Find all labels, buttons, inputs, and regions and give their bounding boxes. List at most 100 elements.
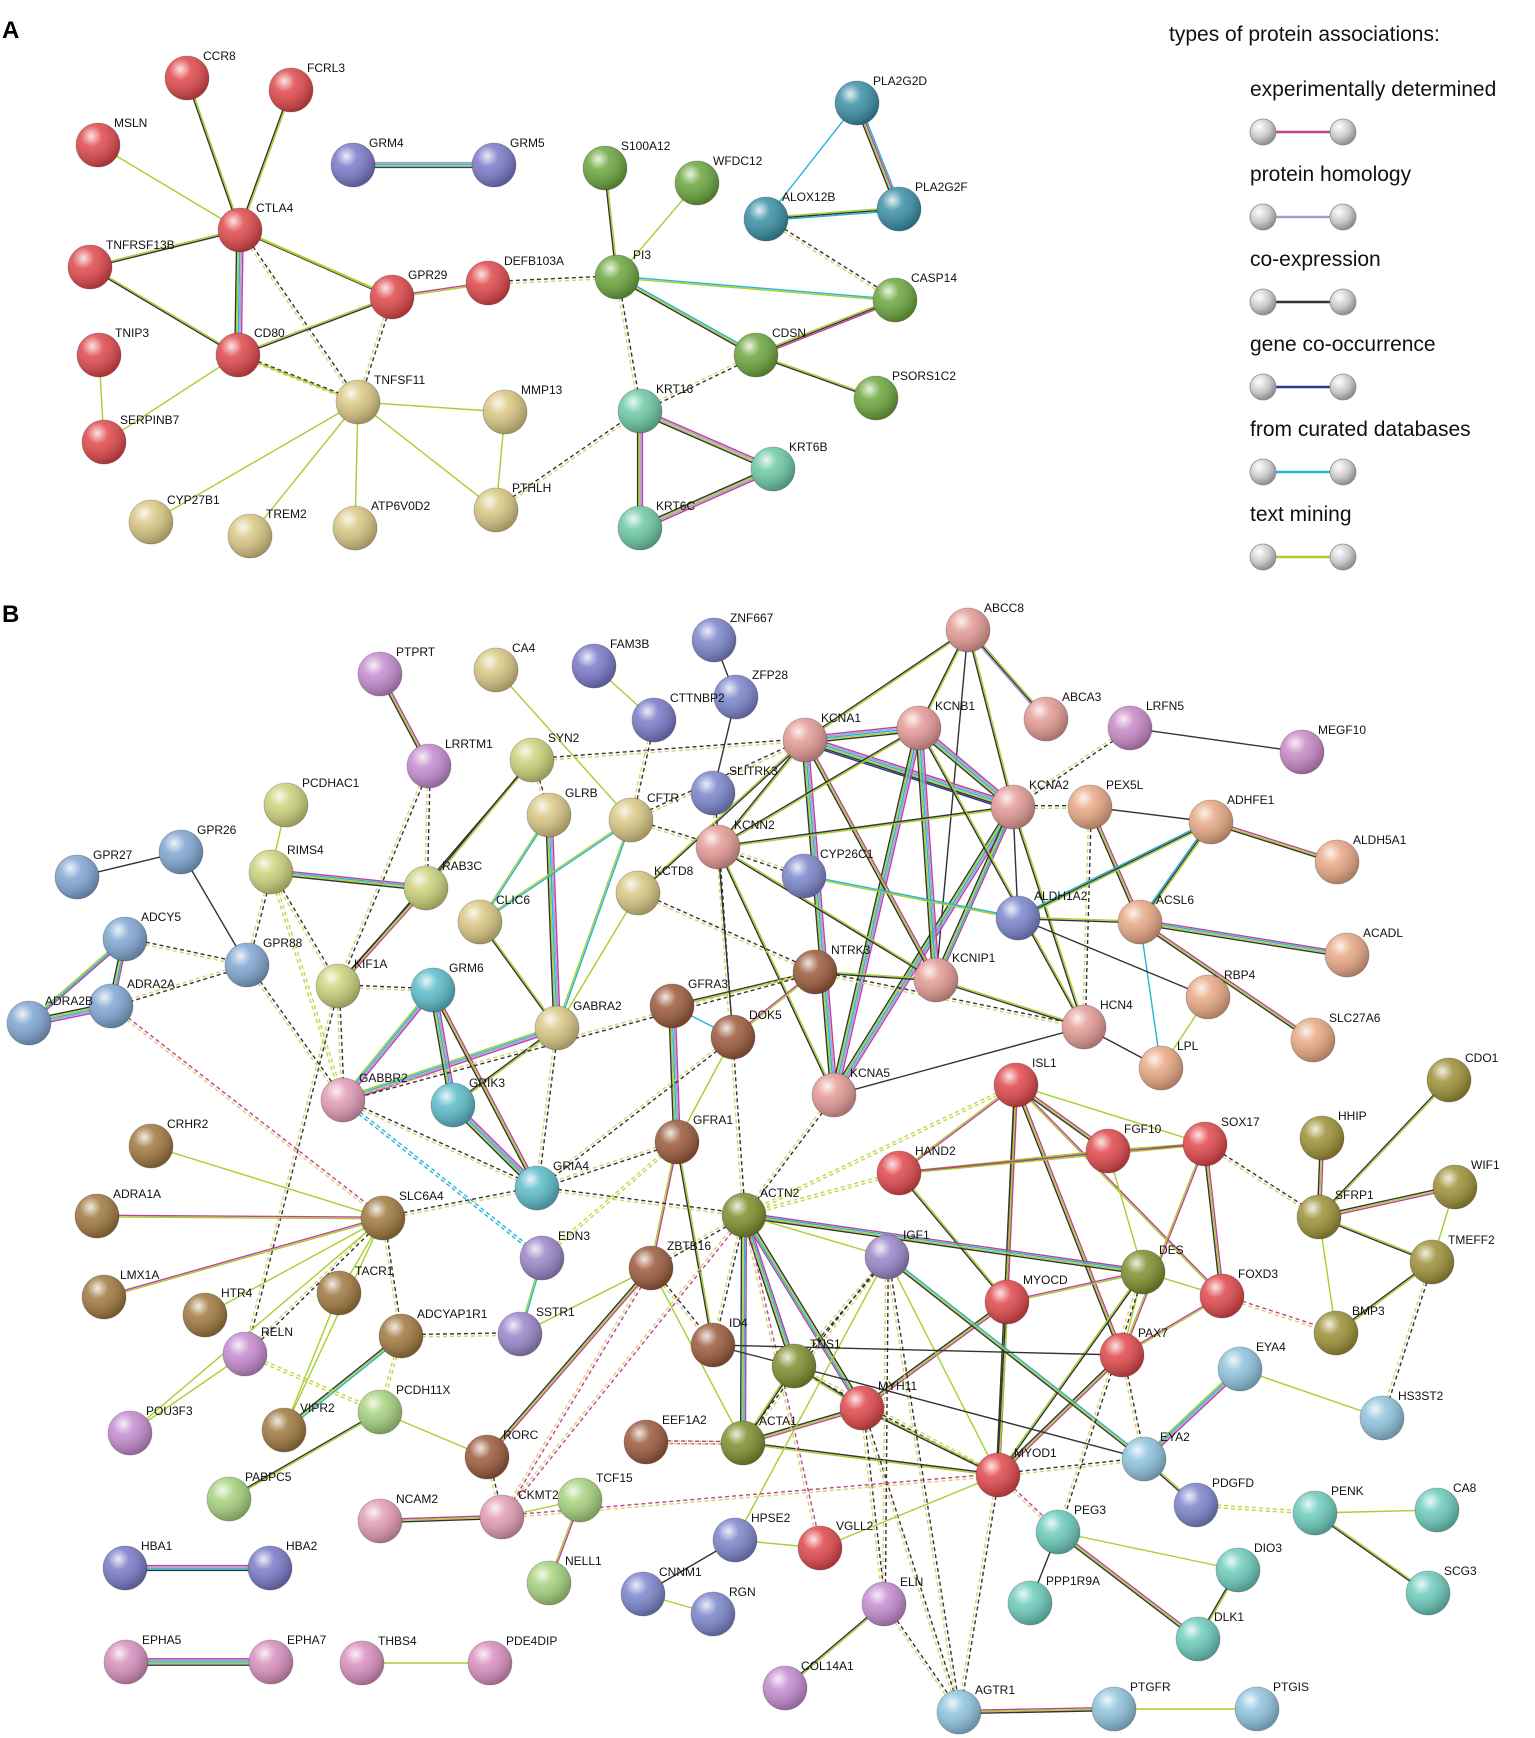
node-pcdh11x[interactable]: PCDH11X (357, 1383, 450, 1435)
node-dio3[interactable]: DIO3 (1215, 1541, 1282, 1593)
node-pex5l[interactable]: PEX5L (1067, 778, 1144, 830)
node-rorc[interactable]: RORC (464, 1428, 539, 1480)
node-zfp28[interactable]: ZFP28 (713, 668, 788, 720)
node-eya2[interactable]: EYA2 (1121, 1430, 1190, 1482)
node-aldh5a1[interactable]: ALDH5A1 (1314, 833, 1407, 885)
node-epha7[interactable]: EPHA7 (248, 1633, 327, 1685)
node-hba1[interactable]: HBA1 (102, 1539, 173, 1591)
node-tnfrsf13b[interactable]: TNFRSF13B (67, 238, 175, 290)
node-fcrl3[interactable]: FCRL3 (268, 61, 345, 113)
node-abca3[interactable]: ABCA3 (1023, 690, 1102, 742)
node-lmx1a[interactable]: LMX1A (81, 1268, 159, 1320)
node-hcn4[interactable]: HCN4 (1061, 998, 1133, 1050)
node-thbs4[interactable]: THBS4 (339, 1634, 417, 1686)
node-lrfn5[interactable]: LRFN5 (1107, 699, 1184, 751)
node-krt6c[interactable]: KRT6C (617, 499, 695, 551)
node-hand2[interactable]: HAND2 (876, 1144, 956, 1196)
node-crhr2[interactable]: CRHR2 (128, 1117, 209, 1169)
node-zbtb16[interactable]: ZBTB16 (628, 1239, 711, 1291)
node-gfra1[interactable]: GFRA1 (654, 1113, 733, 1165)
node-rims4[interactable]: RIMS4 (248, 843, 324, 895)
node-krt6b[interactable]: KRT6B (750, 440, 827, 492)
node-alox12b[interactable]: ALOX12B (743, 190, 835, 242)
node-dlk1[interactable]: DLK1 (1175, 1610, 1244, 1662)
node-eya4[interactable]: EYA4 (1217, 1340, 1286, 1392)
node-hs3st2[interactable]: HS3ST2 (1359, 1389, 1444, 1441)
node-fam3b[interactable]: FAM3B (571, 637, 649, 689)
node-cd80[interactable]: CD80 (215, 326, 285, 378)
node-cdo1[interactable]: CDO1 (1426, 1051, 1499, 1103)
node-mmp13[interactable]: MMP13 (482, 383, 563, 435)
node-gpr27[interactable]: GPR27 (54, 848, 133, 900)
node-penk[interactable]: PENK (1292, 1484, 1364, 1536)
node-dok5[interactable]: DOK5 (710, 1008, 782, 1060)
node-cttnbp2[interactable]: CTTNBP2 (631, 691, 725, 743)
node-nell1[interactable]: NELL1 (526, 1554, 602, 1606)
node-pcdhac1[interactable]: PCDHAC1 (263, 776, 360, 828)
node-tnfsf11[interactable]: TNFSF11 (335, 373, 425, 425)
node-hhip[interactable]: HHIP (1299, 1109, 1367, 1161)
node-cyp27b1[interactable]: CYP27B1 (128, 493, 220, 545)
node-trem2[interactable]: TREM2 (227, 507, 307, 559)
node-defb103a[interactable]: DEFB103A (465, 254, 564, 306)
node-abcc8[interactable]: ABCC8 (945, 601, 1024, 653)
node-myod1[interactable]: MYOD1 (975, 1446, 1057, 1498)
node-lrrtm1[interactable]: LRRTM1 (406, 737, 493, 789)
node-wfdc12[interactable]: WFDC12 (674, 154, 763, 206)
node-scg3[interactable]: SCG3 (1405, 1564, 1477, 1616)
node-ncam2[interactable]: NCAM2 (357, 1492, 438, 1544)
node-pdgfd[interactable]: PDGFD (1173, 1476, 1254, 1528)
node-acadl[interactable]: ACADL (1324, 926, 1403, 978)
node-pou3f3[interactable]: POU3F3 (107, 1404, 193, 1456)
node-gpr26[interactable]: GPR26 (158, 823, 237, 875)
node-grm4[interactable]: GRM4 (330, 136, 404, 188)
node-clic6[interactable]: CLIC6 (457, 893, 530, 945)
node-sox17[interactable]: SOX17 (1182, 1115, 1260, 1167)
node-krt16[interactable]: KRT16 (617, 382, 693, 434)
node-rbp4[interactable]: RBP4 (1185, 968, 1256, 1020)
node-bmp3[interactable]: BMP3 (1313, 1304, 1385, 1356)
node-slitrk3[interactable]: SLITRK3 (690, 764, 778, 816)
node-kctd8[interactable]: KCTD8 (615, 864, 694, 916)
node-sstr1[interactable]: SSTR1 (497, 1305, 575, 1357)
node-atp6v0d2[interactable]: ATP6V0D2 (332, 499, 430, 551)
node-foxd3[interactable]: FOXD3 (1199, 1267, 1278, 1319)
node-cdsn[interactable]: CDSN (733, 326, 806, 378)
node-adra2a[interactable]: ADRA2A (88, 977, 175, 1029)
node-vipr2[interactable]: VIPR2 (261, 1401, 335, 1453)
node-hpse2[interactable]: HPSE2 (712, 1511, 791, 1563)
node-gpr88[interactable]: GPR88 (224, 936, 303, 988)
node-casp14[interactable]: CASP14 (872, 271, 957, 323)
node-aldh1a2[interactable]: ALDH1A2 (995, 889, 1088, 941)
node-glrb[interactable]: GLRB (526, 786, 598, 838)
node-psors1c2[interactable]: PSORS1C2 (853, 369, 956, 421)
node-grik3[interactable]: GRIK3 (430, 1076, 505, 1128)
node-ckmt2[interactable]: CKMT2 (479, 1488, 559, 1540)
node-adra1a[interactable]: ADRA1A (74, 1187, 161, 1239)
node-serpinb7[interactable]: SERPINB7 (81, 413, 180, 465)
node-acsl6[interactable]: ACSL6 (1117, 893, 1194, 945)
node-reln[interactable]: RELN (222, 1325, 293, 1377)
node-pthlh[interactable]: PTHLH (473, 481, 551, 533)
node-kcna2[interactable]: KCNA2 (990, 778, 1069, 830)
node-ctla4[interactable]: CTLA4 (217, 201, 294, 253)
node-s100a12[interactable]: S100A12 (582, 139, 671, 191)
node-adhfe1[interactable]: ADHFE1 (1188, 793, 1275, 845)
node-tcf15[interactable]: TCF15 (557, 1471, 633, 1523)
node-adcy5[interactable]: ADCY5 (102, 910, 181, 962)
node-eln[interactable]: ELN (861, 1575, 923, 1627)
node-htr4[interactable]: HTR4 (182, 1286, 253, 1338)
node-col14a1[interactable]: COL14A1 (762, 1659, 854, 1711)
node-kif1a[interactable]: KIF1A (315, 957, 387, 1009)
node-adcyap1r1[interactable]: ADCYAP1R1 (378, 1307, 488, 1359)
node-pabpc5[interactable]: PABPC5 (206, 1470, 292, 1522)
node-cyp26c1[interactable]: CYP26C1 (781, 847, 874, 899)
node-ptgis[interactable]: PTGIS (1234, 1680, 1309, 1732)
node-tnip3[interactable]: TNIP3 (76, 326, 149, 378)
node-id4[interactable]: ID4 (690, 1316, 748, 1368)
node-gfra3[interactable]: GFRA3 (649, 977, 728, 1029)
node-vgll2[interactable]: VGLL2 (797, 1519, 874, 1571)
node-sfrp1[interactable]: SFRP1 (1296, 1188, 1374, 1240)
node-fgf10[interactable]: FGF10 (1085, 1122, 1162, 1174)
node-gpr29[interactable]: GPR29 (369, 268, 448, 320)
